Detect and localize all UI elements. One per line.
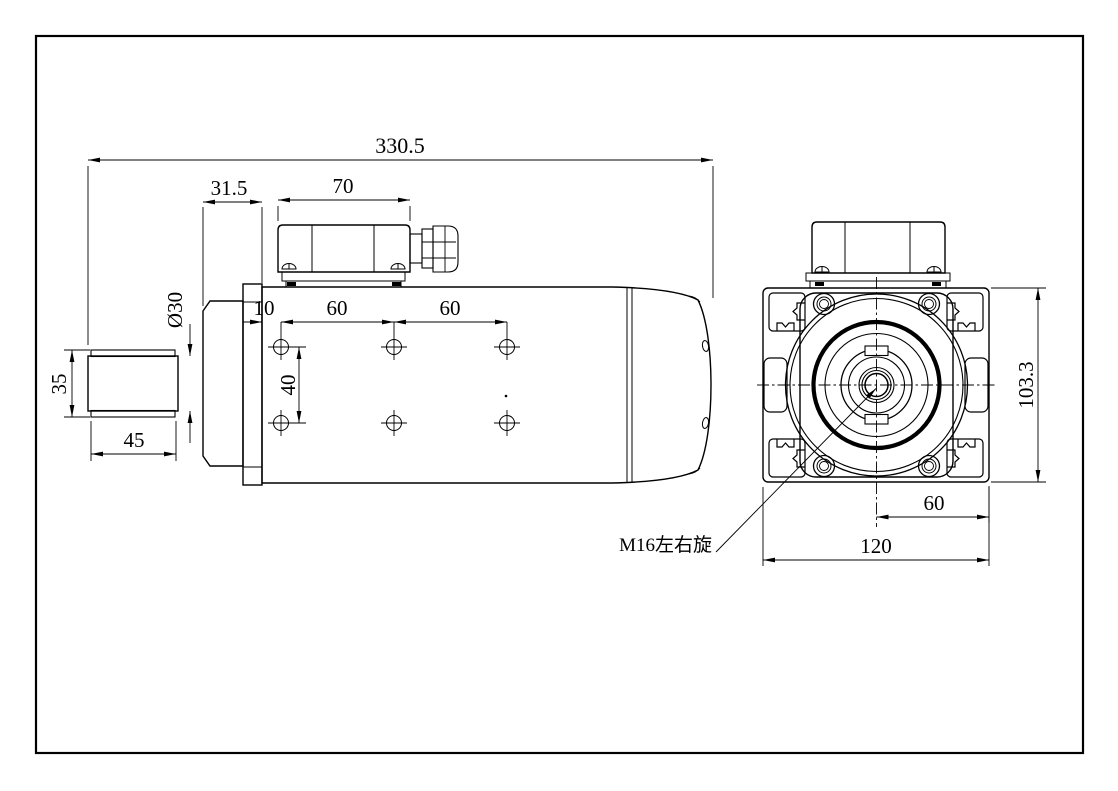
dim-hole-pitch-b-text: 60: [440, 296, 461, 320]
box-screw: [281, 263, 297, 270]
dim-center-to-edge-text: 60: [924, 491, 945, 515]
center-mark-dot: [504, 394, 508, 398]
shaft-thread-label: M16左右旋: [619, 534, 712, 556]
spindle-nose: [202, 300, 244, 467]
dim-body-height: [991, 287, 1046, 483]
dim-box-width: [277, 197, 411, 221]
terminal-box-side: [277, 224, 411, 287]
end-cap-vent: [701, 417, 710, 429]
dim-body-height-text: 103.3: [1014, 361, 1038, 408]
dim-nose-to-body-text: 31.5: [211, 176, 248, 200]
box-screw: [814, 266, 830, 273]
motor-body: [261, 286, 712, 484]
dim-hole-row-pitch-text: 40: [276, 375, 300, 396]
dim-shaft-length: [90, 421, 177, 461]
end-cap-vent: [701, 340, 710, 352]
dim-box-width-text: 70: [333, 174, 354, 198]
dim-body-width-text: 120: [860, 534, 892, 558]
flange-screws: [812, 292, 941, 478]
dim-total-length: [87, 157, 714, 345]
box-screw: [390, 263, 406, 270]
dim-hole-row-pitch: [281, 346, 306, 424]
dim-hole-edge-offset-text: 10: [254, 296, 275, 320]
dim-flange-diameter-text: 35: [47, 374, 71, 395]
box-screw: [926, 266, 942, 273]
dim-shaft-length-text: 45: [124, 428, 145, 452]
spindle-shaft: [87, 349, 179, 418]
cable-gland: [409, 225, 459, 273]
dim-total-length-text: 330.5: [375, 133, 425, 158]
dim-nose-to-body: [202, 199, 263, 306]
dim-flange-diameter: [64, 349, 90, 418]
sheet-border: [34, 34, 1085, 755]
centerlines: [757, 277, 996, 527]
side-view: 330.5 31.5 70 Ø30 35: [47, 133, 714, 486]
dim-hole-pitch-a-text: 60: [327, 296, 348, 320]
dim-body-width: [762, 487, 990, 566]
mounting-holes: [268, 322, 520, 436]
terminal-box-front: [805, 221, 951, 288]
shaft-thread-leader-line: [715, 388, 877, 553]
front-view: 103.3 60 120 M16左右旋: [619, 221, 1046, 566]
dim-shaft-diameter-text: Ø30: [163, 292, 187, 328]
